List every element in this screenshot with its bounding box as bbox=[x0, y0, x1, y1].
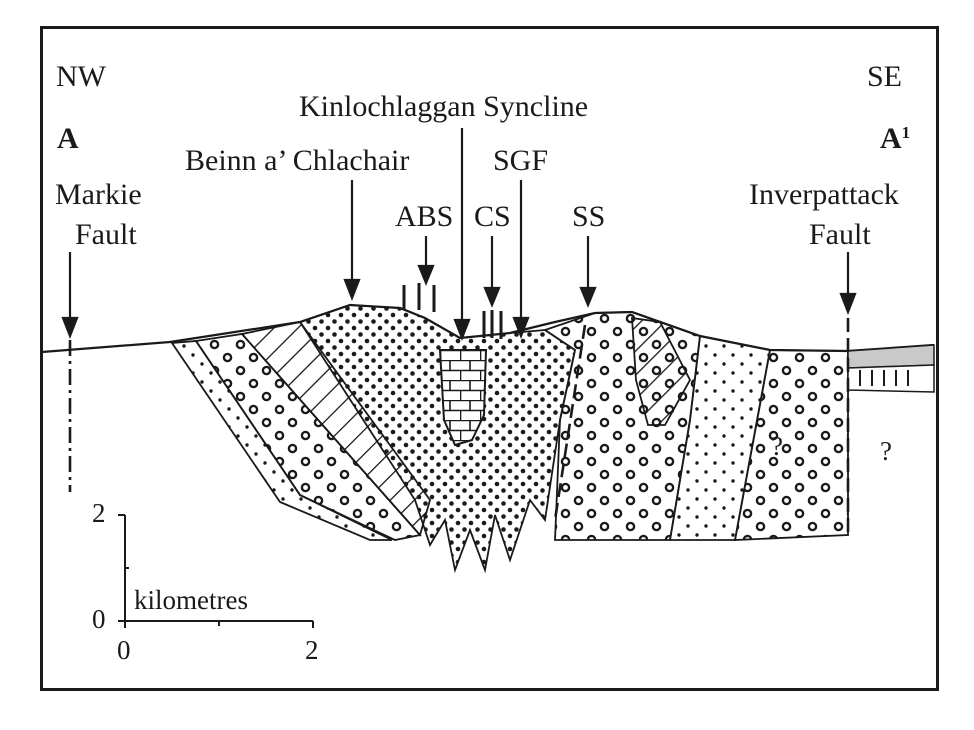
inverpattack-fault-label-line2: Fault bbox=[809, 218, 871, 251]
ss-fault-line bbox=[553, 324, 587, 521]
markie-fault-label-line1: Markie bbox=[55, 178, 142, 211]
scale-vertical-tick-0: 0 bbox=[92, 604, 106, 634]
point-a1-label: A1 bbox=[880, 124, 910, 154]
scale-bar bbox=[118, 514, 314, 628]
scale-unit-label: kilometres bbox=[134, 585, 248, 615]
unknown-mark-2: ? bbox=[880, 436, 892, 466]
grey-unit bbox=[847, 344, 935, 369]
abs-bar-symbols bbox=[402, 283, 436, 312]
central-dot-core bbox=[298, 304, 577, 574]
arrows bbox=[61, 128, 857, 342]
western-circle-band bbox=[194, 333, 422, 541]
ticked-unit-marks bbox=[859, 370, 909, 386]
nw-label: NW bbox=[56, 60, 106, 93]
ss-label: SS bbox=[572, 200, 606, 233]
inverpattack-fault-label-line1: Inverpattack bbox=[749, 178, 899, 211]
point-a1-letter: A bbox=[880, 122, 902, 155]
syncline-limestone bbox=[438, 349, 488, 447]
unknown-mark-1: ? bbox=[771, 431, 783, 461]
cs-label: CS bbox=[474, 200, 511, 233]
se-label: SE bbox=[867, 60, 903, 93]
sgf-label: SGF bbox=[493, 144, 549, 177]
scale-horizontal-tick-0: 0 bbox=[117, 635, 131, 665]
kinlochlaggan-syncline-label: Kinlochlaggan Syncline bbox=[299, 90, 589, 123]
scale-horizontal-tick-2: 2 bbox=[305, 635, 319, 665]
beinn-label: Beinn a’ Chlachair bbox=[185, 144, 410, 177]
abs-label: ABS bbox=[395, 200, 454, 233]
eastern-hatch-pod bbox=[631, 316, 692, 426]
eastern-far-circle-band bbox=[733, 349, 849, 541]
cs-bar-symbols bbox=[482, 310, 503, 339]
point-a-label: A bbox=[57, 122, 79, 155]
eastern-fine-dot-band bbox=[668, 334, 772, 541]
scale-vertical-tick-2: 2 bbox=[92, 498, 106, 528]
diagram-frame bbox=[40, 26, 939, 691]
point-a1-superscript: 1 bbox=[901, 123, 911, 142]
markie-fault-label-line2: Fault bbox=[75, 218, 137, 251]
